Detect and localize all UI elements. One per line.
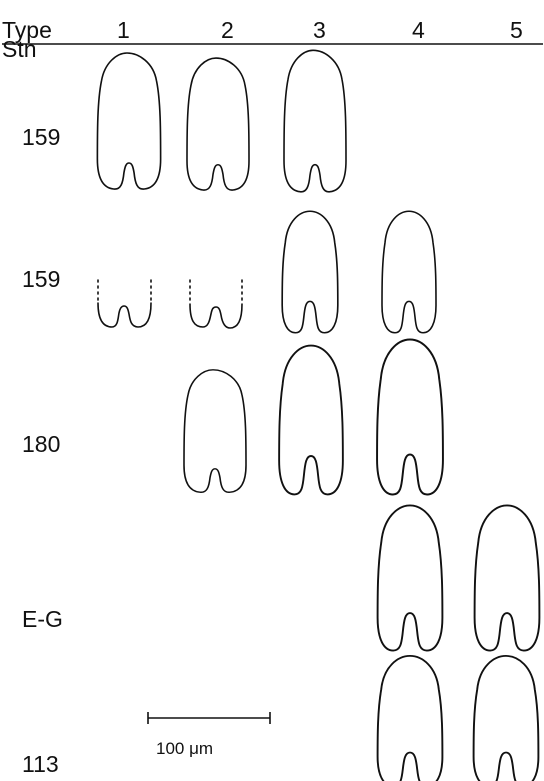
outline-type-4 [378, 656, 443, 781]
outline-row-2 [98, 211, 436, 333]
outline-type-2 [187, 58, 249, 190]
outline-type-5 [474, 656, 539, 781]
outline-type-4 [377, 340, 443, 495]
outline-type-1-fragment [98, 280, 151, 327]
outline-type-4 [378, 505, 443, 650]
outline-type-3 [282, 211, 338, 333]
outline-type-3 [284, 50, 346, 192]
outline-type-5 [475, 505, 540, 650]
outline-type-2-fragment [190, 280, 242, 328]
outline-type-3 [279, 346, 343, 495]
outline-row-3 [184, 340, 443, 495]
outline-type-4 [382, 211, 436, 333]
outline-type-2 [184, 370, 246, 492]
outline-row-1 [97, 50, 346, 192]
outline-row-5 [378, 656, 539, 781]
scale-bar [148, 712, 270, 724]
outline-row-4 [378, 505, 540, 650]
